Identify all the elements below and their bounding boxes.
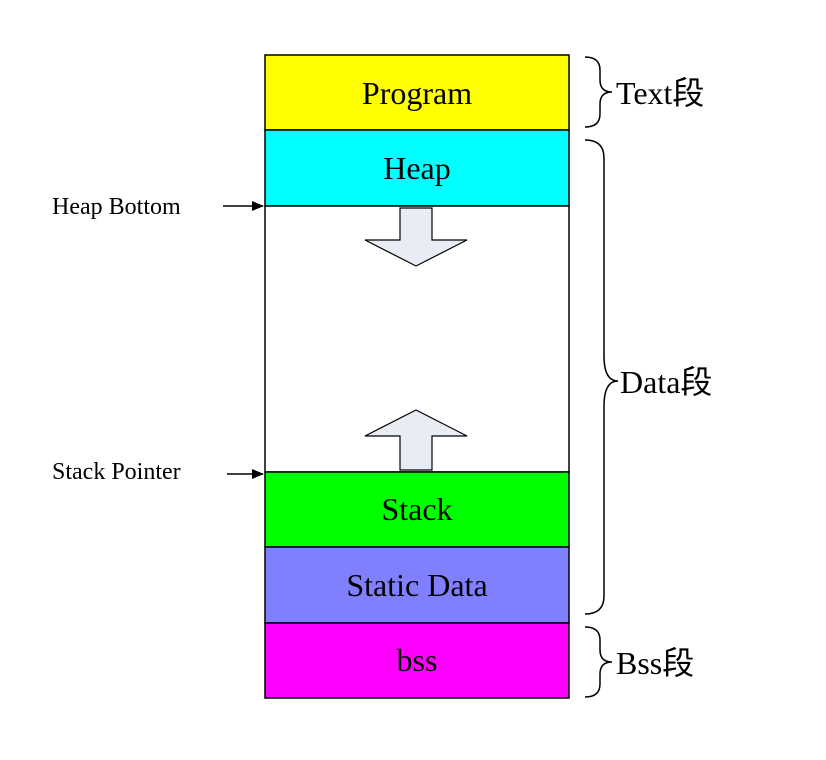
bss-label: bss (397, 642, 438, 678)
braces (584, 56, 619, 698)
stack-pointer-label: Stack Pointer (52, 459, 181, 485)
bss-segment-label: Bss段 (616, 645, 694, 681)
growth-arrows (364, 207, 468, 471)
data-segment-brace (584, 139, 619, 615)
brace-labels: Text段 Data段 Bss段 (616, 75, 712, 681)
data-segment-label: Data段 (620, 364, 712, 400)
bss-segment-brace (584, 626, 613, 698)
segment-labels: Program Heap Stack Static Data bss (346, 75, 487, 678)
stack-segment (264, 471, 570, 548)
bss-segment (264, 622, 570, 699)
stack-label: Stack (381, 491, 452, 527)
heap-growth-down-arrow (364, 207, 468, 267)
program-label: Program (362, 75, 472, 111)
pointers: Heap Bottom Stack Pointer (52, 194, 264, 485)
heap-segment (264, 129, 570, 207)
text-segment-brace (584, 56, 613, 128)
heap-bottom-label: Heap Bottom (52, 194, 181, 220)
static-data-label: Static Data (346, 567, 487, 603)
stack-growth-up-arrow (364, 409, 468, 471)
static-data-segment (264, 546, 570, 624)
program-segment (264, 54, 570, 131)
text-segment-label: Text段 (616, 75, 704, 111)
heap-label: Heap (383, 150, 451, 186)
memory-segments (264, 54, 570, 699)
